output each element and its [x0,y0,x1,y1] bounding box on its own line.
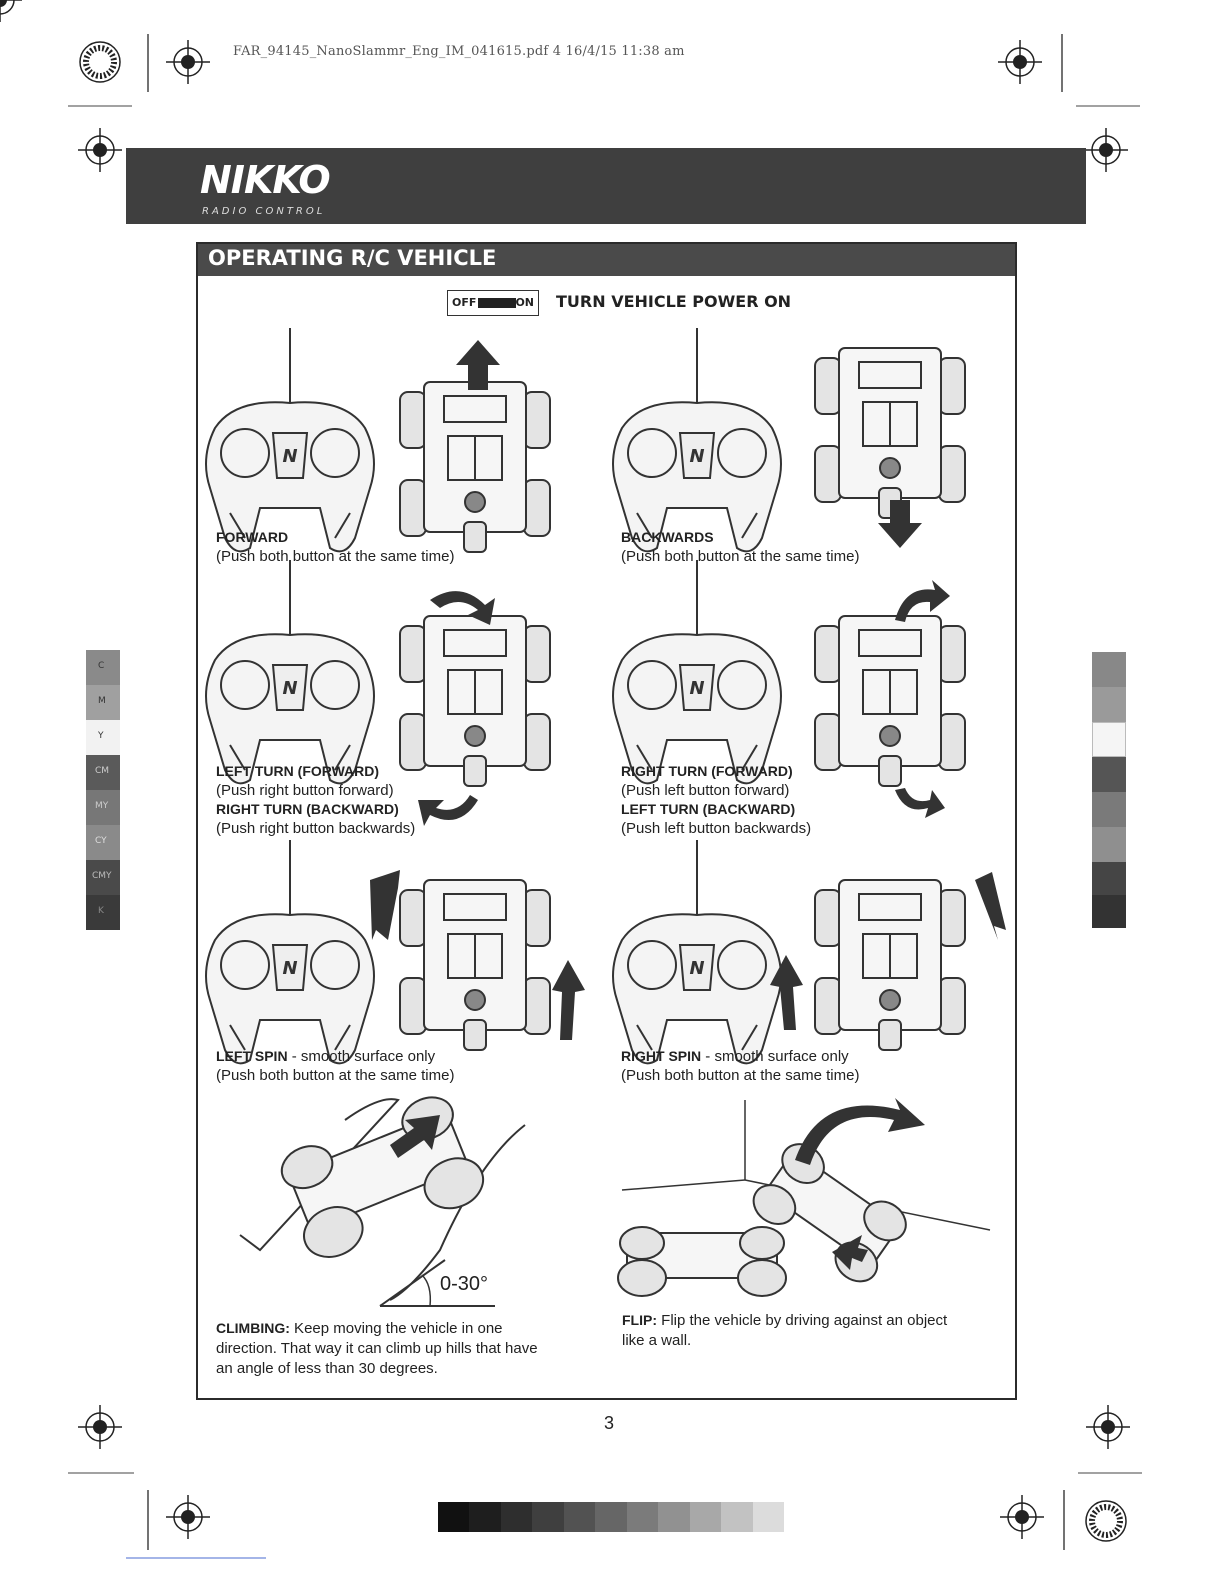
caption-forward: FORWARD (Push both button at the same ti… [216,529,455,565]
caption-right-turn: RIGHT TURN (FORWARD) (Push left button f… [621,763,812,837]
arrow-up-right-icon [390,1115,440,1158]
swatch: C [86,650,120,685]
caption-backwards: BACKWARDS (Push both button at the same … [621,529,860,565]
arrow-up-icon [552,960,585,1040]
crosshair-icon [0,0,22,22]
arrow-down-icon [878,500,922,548]
caption-left-spin: LEFT SPIN - smooth surface only (Push bo… [216,1048,455,1084]
swatch: CM [86,755,120,790]
swatch: MY [86,790,120,825]
nikko-logo: NIKKO [200,158,331,202]
swatch: K [86,895,120,930]
color-bar-left: C M Y CM MY CY CMY K [86,650,120,930]
angle-label: 0-30° [440,1273,488,1295]
arrow-down-icon [370,870,400,940]
flip-illustration [617,1098,991,1297]
arrow-right-icon [832,1235,868,1270]
caption-climbing: CLIMBING: Keep moving the vehicle in one… [216,1320,538,1377]
off-label: OFF [452,296,477,309]
brand-banner: NIKKO RADIO CONTROL [126,148,1086,224]
caption-right-spin: RIGHT SPIN - smooth surface only (Push b… [621,1048,860,1084]
caption-left-turn: LEFT TURN (FORWARD) (Push right button f… [216,763,416,837]
swatch: CMY [86,860,120,895]
switch-icon [478,298,516,308]
arrow-up-icon [770,955,803,1030]
grayscale-bar [438,1502,784,1532]
curved-arrow-icon [895,788,945,818]
climbing-illustration: 0-30° [239,1096,526,1307]
logo-subtitle: RADIO CONTROL [202,206,326,217]
page-number: 3 [604,1413,615,1433]
on-label: ON [515,296,534,309]
arrow-up-icon [456,340,500,390]
swatch: Y [86,720,120,755]
curved-arrow-icon [430,591,495,625]
power-switch: OFF ON [447,290,539,316]
sunburst-icon [1085,1500,1127,1542]
arrow-down-icon [975,872,1006,940]
sunburst-icon [79,41,121,83]
curved-arrow-icon [418,795,478,826]
section-title: OPERATING R/C VEHICLE [208,246,497,270]
curved-arrow-icon [795,1098,925,1165]
curved-arrow-icon [895,580,950,622]
swatch: M [86,685,120,720]
section-header: OPERATING R/C VEHICLE [198,244,1015,276]
power-instruction: TURN VEHICLE POWER ON [556,292,792,311]
swatch: CY [86,825,120,860]
file-info: FAR_94145_NanoSlammr_Eng_IM_041615.pdf 4… [233,44,685,59]
caption-flip: FLIP: Flip the vehicle by driving agains… [622,1312,948,1349]
instructions-frame: OPERATING R/C VEHICLE [196,242,1017,1400]
color-bar-right [1092,652,1126,928]
